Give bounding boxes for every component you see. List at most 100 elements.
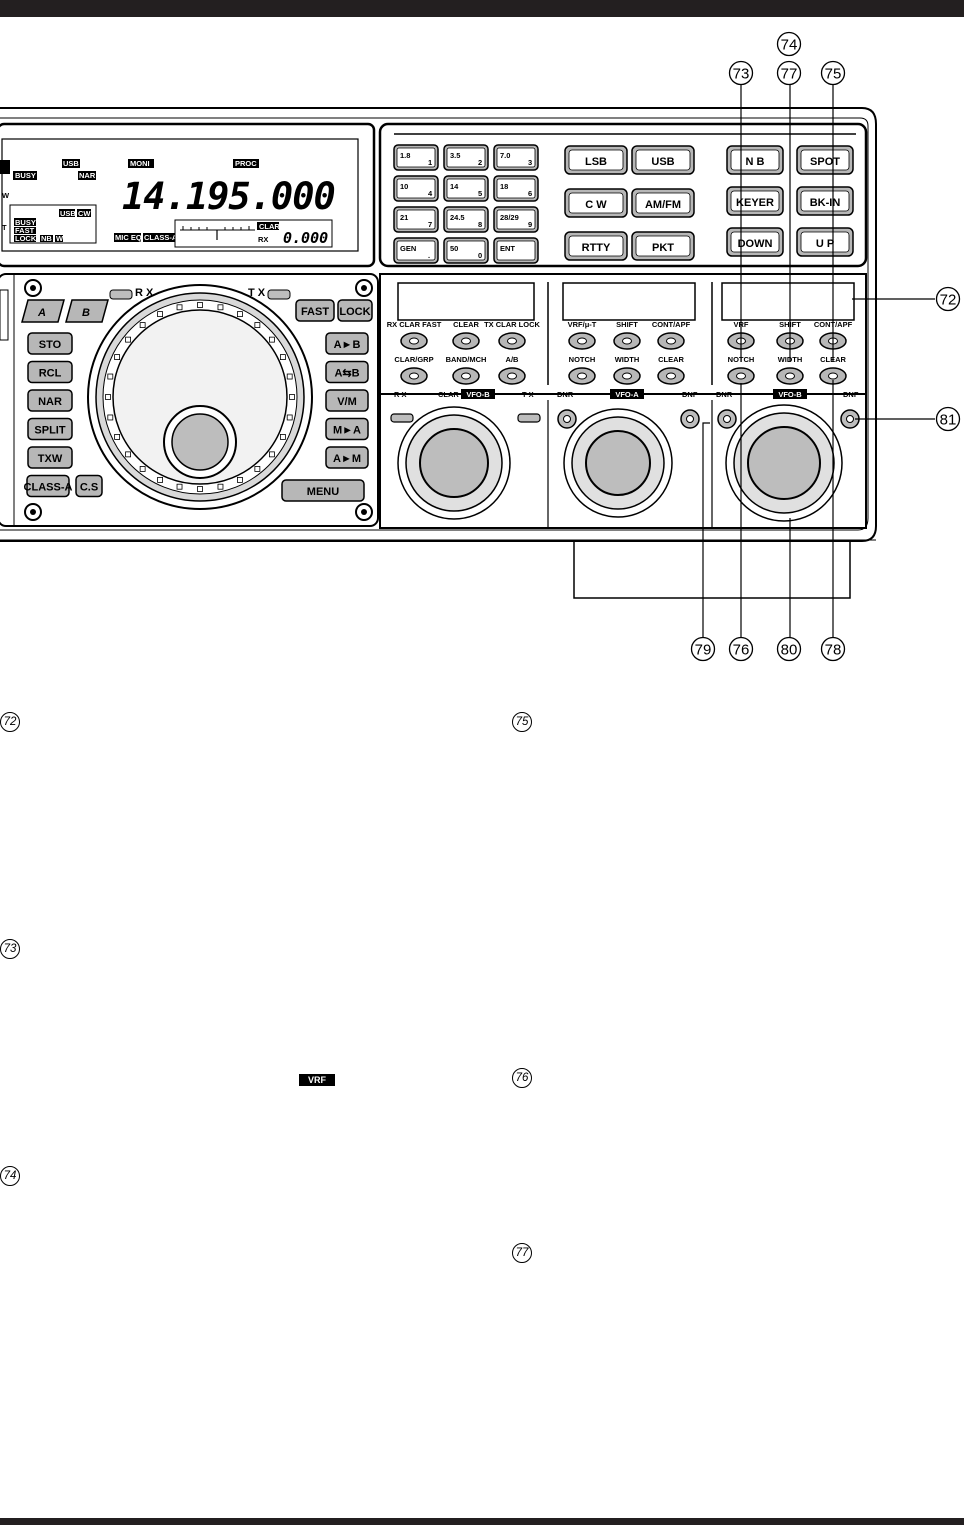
band-key-label: 21 <box>400 213 408 222</box>
panel-round-button[interactable] <box>452 332 480 350</box>
control-knobs <box>390 404 860 522</box>
panel-round-button[interactable] <box>452 367 480 385</box>
function-key-label: DOWN <box>738 238 773 250</box>
callout-number: 77 <box>781 66 798 83</box>
vfo-a-dnr-label: DNR <box>557 390 574 399</box>
dnr-dnf-switch[interactable] <box>680 409 700 429</box>
dial-marker <box>269 451 275 458</box>
dial-marker <box>217 483 224 490</box>
band-key[interactable]: 24.58 <box>443 206 489 233</box>
panel-round-button[interactable] <box>498 332 526 350</box>
panel-round-button[interactable] <box>498 367 526 385</box>
lcd-frequency: 14.195.000 <box>122 175 335 218</box>
band-key[interactable]: 145 <box>443 175 489 202</box>
function-key[interactable]: SPOT <box>796 145 854 175</box>
left-key[interactable]: RCL <box>27 360 73 384</box>
panel-round-button[interactable] <box>727 367 755 385</box>
band-key[interactable]: 3.52 <box>443 144 489 171</box>
lcd-clar: CLAR <box>259 222 280 231</box>
band-key[interactable]: ENT <box>493 237 539 264</box>
band-key[interactable]: 7.03 <box>493 144 539 171</box>
side-key[interactable]: A►M <box>325 446 369 469</box>
dial-marker <box>139 466 146 472</box>
function-key[interactable]: N B <box>726 145 784 175</box>
clar-indicator <box>517 413 541 423</box>
mode-key[interactable]: RTTY <box>564 231 628 261</box>
lcd-sub-frequency: 0.000 <box>283 229 328 247</box>
lcd-usb: USB <box>63 159 79 168</box>
left-key[interactable]: CLASS-A <box>24 474 73 498</box>
callout-81: 81 <box>935 406 961 432</box>
side-key-label: MENU <box>307 486 339 498</box>
panel-round-button[interactable] <box>657 332 685 350</box>
mode-key-label: LSB <box>585 156 607 168</box>
panel-round-button[interactable] <box>613 332 641 350</box>
left-key[interactable]: TXW <box>27 446 73 469</box>
vfo-key-label: A <box>37 307 46 319</box>
dial-marker <box>176 304 183 311</box>
left-key-label: STO <box>39 339 62 351</box>
callout-75: 75 <box>820 60 846 86</box>
band-key[interactable]: GEN. <box>393 237 439 264</box>
band-key-sub: 2 <box>478 158 482 167</box>
dial-marker <box>254 322 261 328</box>
side-key[interactable]: A►B <box>325 332 369 355</box>
function-key[interactable]: KEYER <box>726 186 784 216</box>
mode-key[interactable]: PKT <box>631 231 695 261</box>
panel-round-button[interactable] <box>568 367 596 385</box>
vfo-key[interactable]: B <box>65 299 109 323</box>
panel-label: NOTCH <box>569 355 596 364</box>
side-key[interactable]: FAST <box>295 299 335 322</box>
rotary-knob[interactable] <box>725 404 843 522</box>
dial-marker <box>176 483 183 490</box>
mode-key[interactable]: C W <box>564 188 628 218</box>
marker-74: 74 <box>0 1166 20 1186</box>
band-key-sub: 6 <box>528 189 532 198</box>
rotary-knob[interactable] <box>563 408 673 518</box>
dial-marker <box>114 354 121 360</box>
band-key[interactable]: 104 <box>393 175 439 202</box>
side-key[interactable]: A⇆B <box>325 360 369 384</box>
side-key[interactable]: M►A <box>325 417 369 441</box>
side-key[interactable]: V/M <box>325 389 369 412</box>
panel-round-button[interactable] <box>400 367 428 385</box>
mode-key[interactable]: AM/FM <box>631 188 695 218</box>
band-key[interactable]: 186 <box>493 175 539 202</box>
vfo-a-label: VFO-A <box>615 390 639 399</box>
side-key[interactable]: LOCK <box>337 299 373 322</box>
mode-key[interactable]: LSB <box>564 145 628 175</box>
panel-round-button[interactable] <box>568 332 596 350</box>
mode-key[interactable]: USB <box>631 145 695 175</box>
dial-marker <box>157 311 163 318</box>
callout-number: 79 <box>695 642 712 659</box>
dnr-dnf-switch[interactable] <box>840 409 860 429</box>
panel-round-button[interactable] <box>776 367 804 385</box>
dnr-dnf-switch[interactable] <box>557 409 577 429</box>
band-key[interactable]: 28/299 <box>493 206 539 233</box>
dial-tx-label: T X <box>248 287 266 299</box>
left-key[interactable]: STO <box>27 332 73 355</box>
panel-round-button[interactable] <box>400 332 428 350</box>
band-key[interactable]: 500 <box>443 237 489 264</box>
function-key[interactable]: U P <box>796 227 854 257</box>
band-key[interactable]: 1.81 <box>393 144 439 171</box>
panel-label: TX CLAR LOCK <box>484 320 540 329</box>
rotary-knob[interactable] <box>397 406 511 520</box>
dnr-dnf-switch[interactable] <box>717 409 737 429</box>
left-key[interactable]: C.S <box>75 474 103 498</box>
mode-key-label: USB <box>651 156 674 168</box>
vfo-key[interactable]: A <box>21 299 65 323</box>
panel-round-button[interactable] <box>819 367 847 385</box>
panel-round-button[interactable] <box>657 367 685 385</box>
function-key[interactable]: DOWN <box>726 227 784 257</box>
band-key[interactable]: 217 <box>393 206 439 233</box>
function-key[interactable]: BK-IN <box>796 186 854 216</box>
left-key[interactable]: SPLIT <box>27 417 73 441</box>
band-key-sub: 5 <box>478 189 482 198</box>
band-key-label: ENT <box>500 244 515 253</box>
left-key[interactable]: NAR <box>27 389 73 412</box>
side-key[interactable]: MENU <box>281 479 365 502</box>
panel-round-button[interactable] <box>613 367 641 385</box>
